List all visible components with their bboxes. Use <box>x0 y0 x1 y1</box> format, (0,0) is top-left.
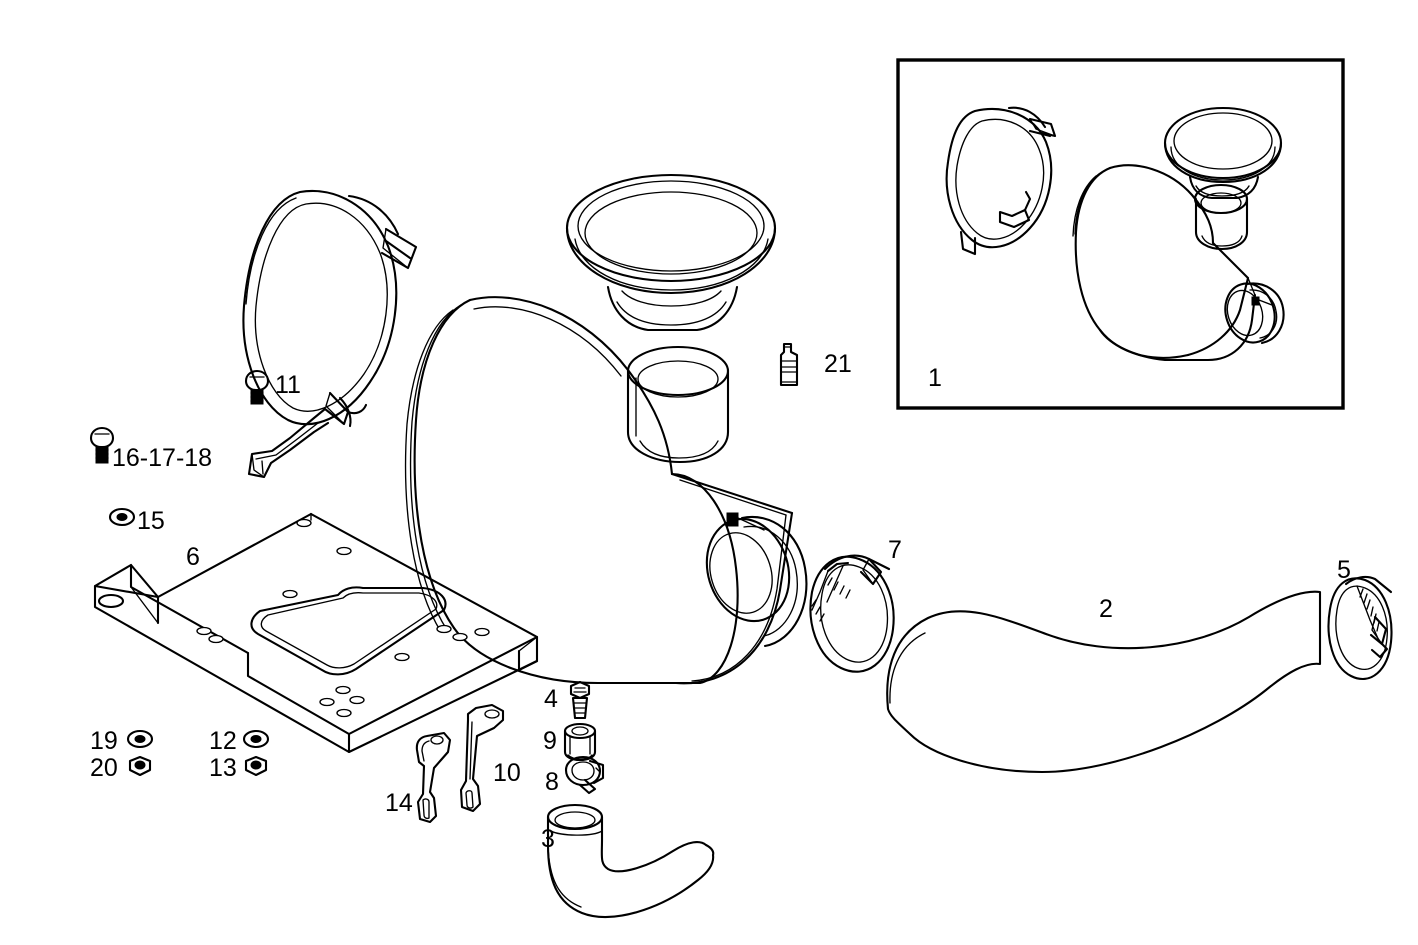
outlet-spout <box>705 512 808 648</box>
washer-12-part <box>242 729 270 749</box>
cover-band-clamp <box>242 189 418 479</box>
callout-11[interactable]: 11 <box>275 371 301 399</box>
rain-cap-top <box>565 173 777 332</box>
callout-3[interactable]: 3 <box>541 825 555 853</box>
callout-12[interactable]: 12 <box>209 727 237 755</box>
callout-10[interactable]: 10 <box>493 759 521 787</box>
washer-15-part <box>108 507 136 527</box>
callout-21[interactable]: 21 <box>824 350 852 378</box>
callout-2[interactable]: 2 <box>1099 595 1113 623</box>
vacuum-valve-part <box>779 342 799 387</box>
hex-flange-bolt-part <box>569 680 591 720</box>
inset-air-cleaner-body <box>1072 164 1285 362</box>
callout-8[interactable]: 8 <box>545 768 559 796</box>
mounting-bracket-plate <box>93 512 539 754</box>
intake-hose-part <box>886 590 1322 774</box>
callout-13[interactable]: 13 <box>209 754 237 782</box>
inset-rain-cap <box>1163 106 1283 200</box>
callout-16-17-18[interactable]: 16-17-18 <box>112 444 213 472</box>
lock-nut-20-part <box>128 755 152 777</box>
inset-box-border <box>896 58 1345 410</box>
callout-7[interactable]: 7 <box>888 536 902 564</box>
threaded-sleeve-nut-part <box>563 722 597 762</box>
callout-20[interactable]: 20 <box>90 754 118 782</box>
small-hose-clamp-part <box>564 755 605 795</box>
dust-ejector-hose-part <box>546 803 715 919</box>
bolt-set-part <box>89 426 115 464</box>
callout-14[interactable]: 14 <box>385 789 413 817</box>
callout-1[interactable]: 1 <box>928 364 942 392</box>
callout-6[interactable]: 6 <box>186 543 200 571</box>
lock-nut-13-part <box>244 755 268 777</box>
hose-clamp-left-part <box>809 554 895 673</box>
air-cleaner-body <box>404 173 808 685</box>
callout-15[interactable]: 15 <box>137 507 165 535</box>
bracket-strap-short-part <box>415 731 452 824</box>
band-clamp-screw-part <box>244 369 270 405</box>
callout-9[interactable]: 9 <box>543 727 557 755</box>
inset-box-group <box>896 58 1345 410</box>
callout-4[interactable]: 4 <box>544 685 558 713</box>
washer-19-part <box>126 729 154 749</box>
callout-19[interactable]: 19 <box>90 727 118 755</box>
callout-5[interactable]: 5 <box>1337 556 1351 584</box>
bracket-strap-long-part <box>459 703 505 813</box>
hose-clamp-right-part <box>1327 575 1393 681</box>
inset-cover-band <box>945 106 1057 256</box>
